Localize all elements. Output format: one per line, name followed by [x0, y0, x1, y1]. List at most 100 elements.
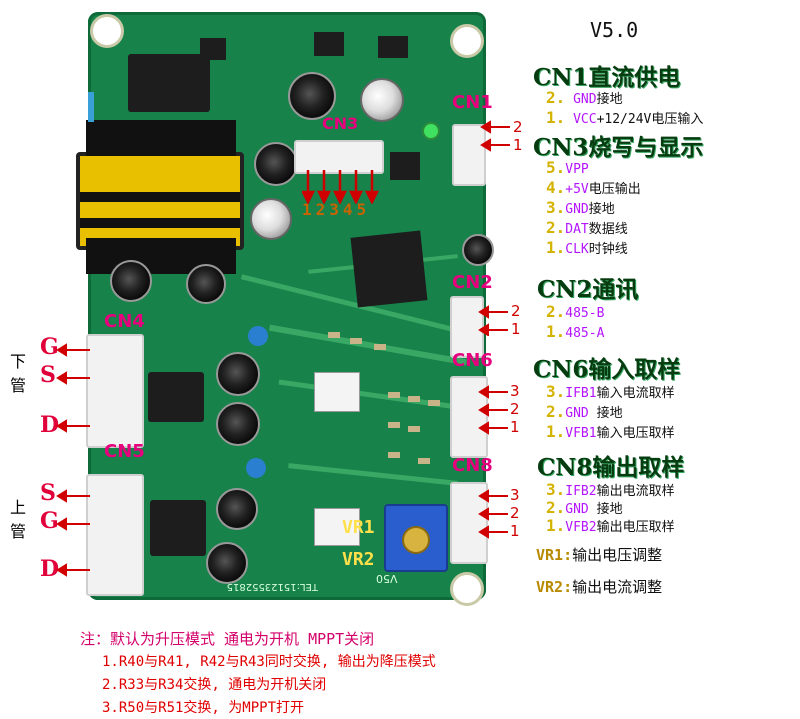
cn6-item-3: 3.IFB1输入电流取样: [546, 382, 675, 401]
optocoupler: [314, 508, 360, 546]
cn1-pin-2: 2: [513, 118, 523, 136]
cn8-item-1: 1.VFB2输出电压取样: [546, 516, 675, 535]
lower-pin-g: G: [40, 334, 59, 360]
upper-pin-s: S: [40, 480, 56, 506]
vr1-desc: VR1:输出电压调整: [536, 546, 663, 564]
cn6-pin-3: 3: [510, 382, 520, 400]
capacitor: [216, 488, 258, 530]
optocoupler: [314, 372, 360, 412]
version-label: V5.0: [590, 18, 639, 42]
lower-pin-s: S: [40, 362, 56, 388]
cn1-item-1: 1. VCC+12/24V电压输入: [546, 108, 704, 127]
mounting-hole: [450, 572, 484, 606]
cn4-connector: [86, 334, 144, 448]
vr2-label: VR2: [342, 549, 375, 570]
cn6-title: CN6输入取样: [533, 356, 681, 383]
lower-pin-arrows: [56, 343, 90, 433]
jumper: [390, 152, 420, 180]
cn8-pin-arrows: [478, 489, 508, 539]
capacitor: [110, 260, 152, 302]
cn8-item-2: 2.GND 接地: [546, 498, 623, 517]
transformer-core: [86, 120, 236, 156]
chip: [200, 38, 226, 60]
mcu-chip: [350, 230, 428, 308]
led: [422, 122, 440, 140]
cn3-connector: [294, 140, 384, 174]
cn8-label: CN8: [452, 455, 493, 476]
note-line-3: 3.R50与R51交换, 为MPPT打开: [102, 700, 305, 716]
upper-pin-arrows: [56, 489, 90, 577]
cn2-title: CN2通讯: [537, 276, 639, 303]
cn3-item-2: 2.DAT数据线: [546, 218, 628, 237]
cn2-pin-arrows: [478, 305, 508, 336]
cn8-pin-2: 2: [510, 504, 520, 522]
cn8-title: CN8输出取样: [537, 454, 685, 481]
capacitor: [288, 72, 336, 120]
cn3-pin-numbers: 12345: [302, 200, 371, 219]
notes-title: 注：默认为升压模式 通电为开机 MPPT关闭: [80, 630, 375, 648]
cn3-label: CN3: [322, 114, 359, 133]
cn1-pin-arrows: [480, 120, 510, 152]
note-line-1: 1.R40与R41, R42与R43同时交换, 输出为降压模式: [102, 654, 436, 670]
vr1-label: VR1: [342, 517, 375, 538]
capacitor: [462, 234, 494, 266]
blue-cap: [88, 92, 94, 122]
cn3-item-3: 3.GND接地: [546, 198, 615, 217]
mounting-hole: [450, 24, 484, 58]
cn2-item-2: 2.485-B: [546, 302, 605, 321]
silk-tel: TEL:15123552815: [226, 581, 318, 592]
cn3-item-1: 1.CLK时钟线: [546, 238, 628, 257]
cn6-item-1: 1.VFB1输入电压取样: [546, 422, 675, 441]
blue-cap: [248, 326, 268, 346]
capacitor: [186, 264, 226, 304]
chip: [314, 32, 344, 56]
regulator-chip: [128, 54, 210, 112]
vr2-desc: VR2:输出电流调整: [536, 578, 663, 596]
cn6-pin-2: 2: [510, 400, 520, 418]
cn3-title: CN3烧写与显示: [533, 134, 704, 161]
cn6-connector: [450, 376, 488, 458]
cn3-item-4: 4.+5V电压输出: [546, 178, 641, 197]
cn8-pin-1: 1: [510, 522, 520, 540]
cn1-item-2: 2. GND接地: [546, 88, 623, 107]
lower-switch-label: 下管: [10, 352, 27, 395]
cn6-item-2: 2.GND 接地: [546, 402, 623, 421]
cn2-pin-1: 1: [511, 320, 521, 338]
upper-pin-d: D: [40, 556, 60, 582]
upper-pin-g: G: [40, 508, 59, 534]
mounting-hole: [90, 14, 124, 48]
lower-pin-d: D: [40, 412, 60, 438]
cn3-item-5: 5.VPP: [546, 158, 589, 177]
mosfet-heatsink: [148, 372, 204, 422]
cn4-label: CN4: [104, 311, 145, 332]
pcb-board: CN3 12345 TEL:15123552815 V50: [76, 12, 494, 606]
potentiometer: [384, 504, 448, 572]
note-line-2: 2.R33与R34交换, 通电为开机关闭: [102, 677, 327, 693]
cn5-connector: [86, 474, 144, 596]
capacitor: [216, 402, 260, 446]
cn3-arrows: [302, 170, 380, 204]
capacitor: [216, 352, 260, 396]
capacitor: [254, 142, 298, 186]
transformer: [76, 152, 244, 250]
capacitor: [206, 542, 248, 584]
cn8-item-3: 3.IFB2输出电流取样: [546, 480, 675, 499]
capacitor: [360, 78, 404, 122]
upper-switch-label: 上管: [10, 498, 27, 541]
mosfet-heatsink: [150, 500, 206, 556]
cn5-label: CN5: [104, 441, 145, 462]
cn6-pin-1: 1: [510, 418, 520, 436]
cn1-connector: [452, 124, 486, 186]
cn2-item-1: 1.485-A: [546, 322, 605, 341]
silk-version: V50: [376, 572, 398, 585]
cn6-label: CN6: [452, 350, 493, 371]
capacitor: [250, 198, 292, 240]
cn1-label: CN1: [452, 92, 493, 113]
cn2-pin-2: 2: [511, 302, 521, 320]
cn1-title: CN1直流供电: [533, 64, 681, 91]
cn6-pin-arrows: [478, 385, 508, 435]
cn2-connector: [450, 296, 484, 358]
cn8-pin-3: 3: [510, 486, 520, 504]
blue-cap: [246, 458, 266, 478]
chip: [378, 36, 408, 58]
